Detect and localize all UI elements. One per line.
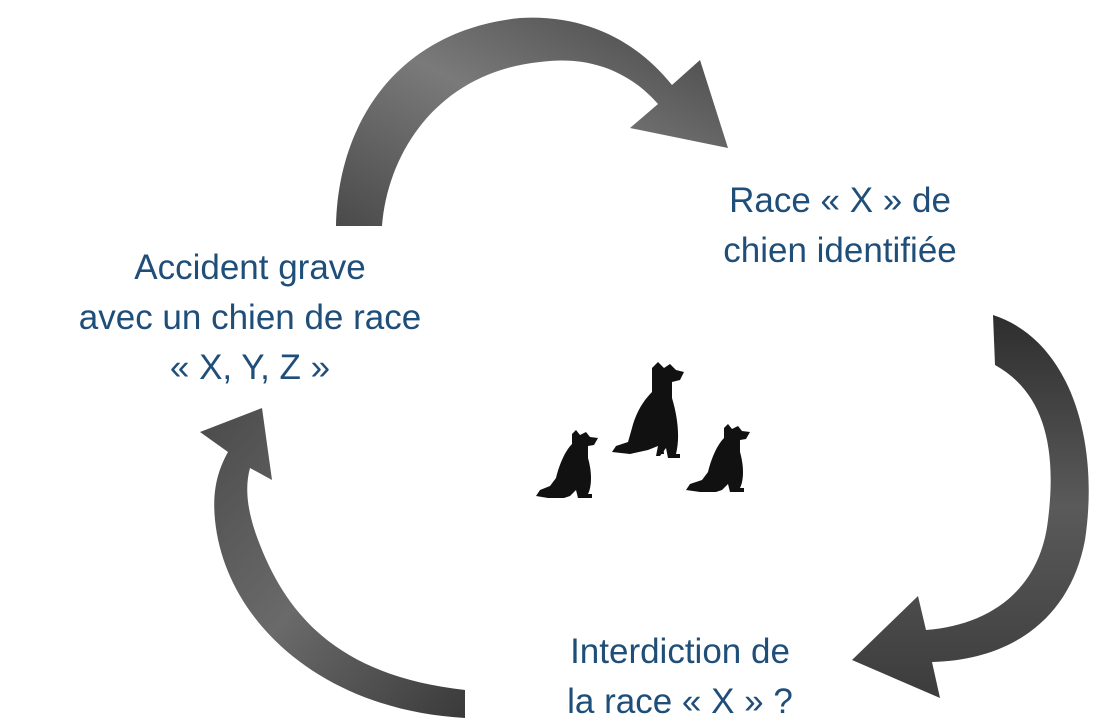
node-breed-identified: Race « X » de chien identifiée (660, 176, 1020, 276)
node-serious-accident-line-2: avec un chien de race (78, 298, 422, 337)
arrow-bottom-to-left (200, 408, 465, 718)
node-breed-ban-line-2: la race « X » ? (567, 682, 793, 721)
node-serious-accident-line-1: Accident grave (134, 248, 366, 287)
node-breed-ban-line-1: Interdiction de (570, 632, 790, 671)
node-breed-identified-line-2: chien identifiée (723, 231, 957, 270)
arrow-left-to-top (336, 17, 728, 226)
small-dog-left-silhouette-icon (536, 430, 598, 498)
node-breed-ban: Interdiction de la race « X » ? (490, 627, 870, 727)
node-serious-accident-line-3: « X, Y, Z » (169, 348, 331, 387)
arrow-top-to-bottom (852, 315, 1089, 698)
small-dog-right-silhouette-icon (686, 424, 750, 492)
node-serious-accident: Accident grave avec un chien de race « X… (0, 243, 500, 393)
three-dogs-silhouette-icon (536, 362, 750, 498)
large-dog-silhouette-icon (612, 362, 684, 458)
node-breed-identified-line-1: Race « X » de (729, 181, 951, 220)
